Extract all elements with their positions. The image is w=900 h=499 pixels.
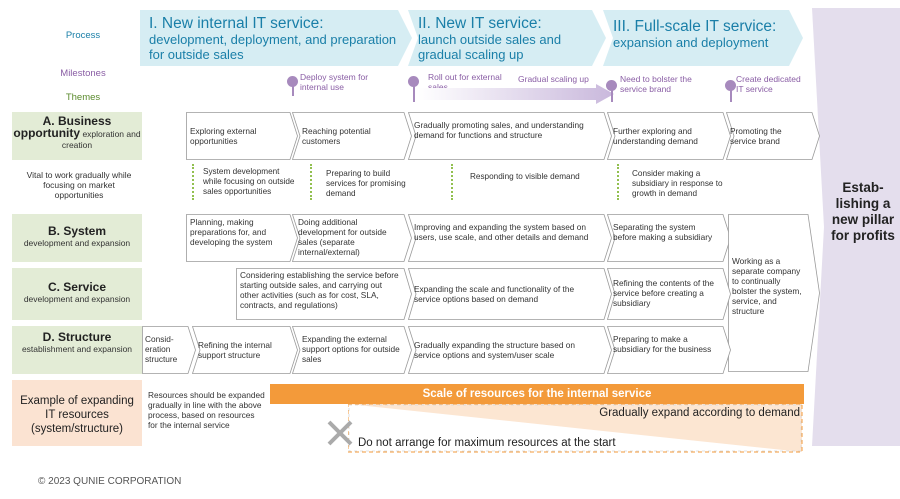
row-c-cell-3: Refining the contents of the service bef… [607,268,731,320]
copyright: © 2023 QUNIE CORPORATION [38,476,182,487]
row-a-cell-4: Further exploring and understanding dema… [607,112,731,160]
milestone-2-pin [408,76,419,87]
milestone-4-stem [611,84,613,102]
phase-1-title: I. New internal IT service: [149,15,324,32]
row-b-cell-3: Improving and expanding the system based… [408,214,612,262]
milestone-5-pin [725,80,736,91]
row-b-desc: development and expansion [23,238,131,248]
phase-banner-1: I. New internal IT service: development,… [140,10,412,66]
row-c-cell-1: Considering establishing the service bef… [236,268,412,320]
cross-icon [327,420,353,446]
dashed-arrow-2 [310,164,318,200]
phase-banner-2: II. New IT service: launch outside sales… [408,10,606,66]
goal-column: Estab-lishing a new pillar for profits [812,8,900,446]
scaling-arrow [418,84,614,104]
row-b-title: B. System [47,224,107,238]
vital-note-1: System development while focusing on out… [203,167,295,196]
milestone-4-pin [606,80,617,91]
phase-3-title: III. Full-scale IT service: [613,18,777,35]
dashed-arrow-4 [617,164,625,200]
row-a-cell-5: Promoting the service brand [726,112,820,160]
milestone-5-stem [730,84,732,102]
vital-note-3: Responding to visible demand [470,172,580,181]
phase-banner-3: III. Full-scale IT service: expansion an… [603,10,803,66]
row-b-label: B. System development and expansion [12,214,142,262]
phase-3-subtitle: expansion and deployment [613,35,769,50]
milestone-1-label: Deploy system for internal use [300,72,369,92]
resources-note: Resources should be expanded gradually i… [148,390,265,430]
milestone-2-stem [413,80,415,102]
process-label: Process [65,30,101,41]
milestone-1-pin [287,76,298,87]
phase-1-subtitle: development, deployment, and preparation… [149,32,397,62]
vital-note-2: Preparing to build services for promisin… [326,169,406,198]
row-a-label: A. Business opportunity exploration and … [12,112,142,160]
row-d-cell-5: Preparing to make a subsidiary for the b… [607,326,731,374]
row-c-cell-2: Expanding the scale and functionality of… [408,268,612,320]
themes-label: Themes [65,92,101,103]
row-c-title: C. Service [47,280,107,294]
row-d-title: D. Structure [42,330,112,344]
row-a-cell-1: Exploring external opportunities [186,112,298,160]
row-b-cell-4: Separating the system before making a su… [607,214,731,262]
row-d-label: D. Structure establishment and expansion [12,326,142,374]
goal-text: Estab-lishing a new pillar for profits [831,180,895,243]
dashed-arrow-1 [192,164,200,200]
dashed-arrow-3 [451,164,459,200]
row-a-cell-2: Reaching potential customers [292,112,412,160]
company-cell: Working as a separate company to continu… [728,214,820,372]
row-d-cell-1: Consid-eration structure [142,326,196,374]
row-a-title: A. Business opportunity [13,114,112,140]
row-a-desc: exploration and creation [61,129,141,150]
row-d-desc: establishment and expansion [21,344,133,354]
milestones-label: Milestones [60,68,106,79]
row-d-cell-3: Expanding the external support options f… [292,326,412,374]
phase-2-title: II. New IT service: [418,15,542,32]
row-d-cell-4: Gradually expanding the structure based … [408,326,612,374]
vital-note-4: Consider making a subsidiary in response… [632,169,723,198]
resource-triangle [348,404,803,453]
row-b-cell-2: Doing additional development for outside… [292,214,412,262]
milestone-2-label: Roll out for external sales [428,72,502,92]
row-d-cell-2: Refining the internal support structure [192,326,298,374]
row-b-cell-1: Planning, making preparations for, and d… [186,214,298,262]
resources-label: Example of expanding IT resources (syste… [12,380,142,446]
resource-bar: Scale of resources for the internal serv… [270,384,804,404]
vital-label: Vital to work gradually while focusing o… [26,170,132,200]
phase-2-subtitle: launch outside sales and gradual scaling… [418,32,562,62]
row-c-label: C. Service development and expansion [12,268,142,320]
row-a-cell-3: Gradually promoting sales, and understan… [408,112,612,160]
milestone-5-label: Create dedicated IT service [736,74,801,94]
milestone-3-label: Gradual scaling up [518,74,589,84]
resource-dont-text: Do not arrange for maximum resources at … [358,437,616,449]
milestone-4-label: Need to bolster the service brand [620,74,692,94]
row-c-desc: development and expansion [23,294,131,304]
milestone-1-stem [292,80,294,96]
resource-expand-text: Gradually expand according to demand [599,407,800,419]
